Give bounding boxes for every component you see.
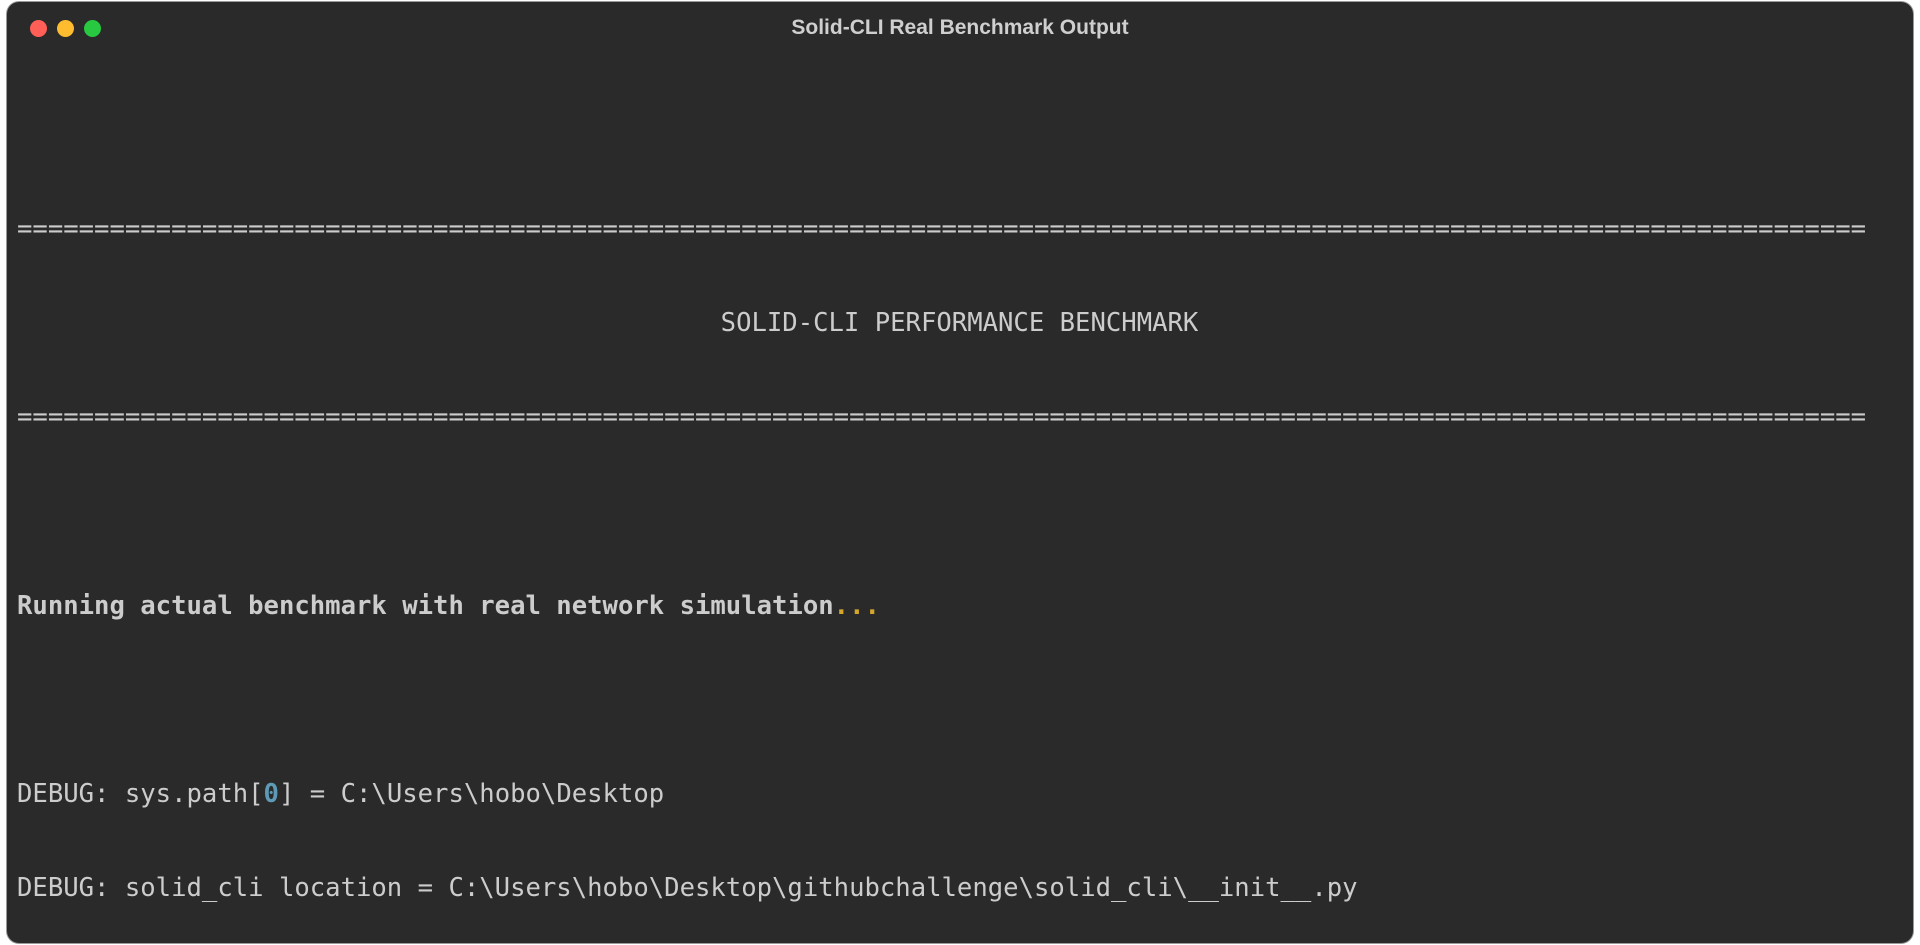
blank-line — [17, 120, 1913, 151]
debug-location: DEBUG: solid_cli location = C:\Users\hob… — [17, 873, 1358, 904]
terminal-output: ========================================… — [17, 57, 1913, 943]
window-title: Solid-CLI Real Benchmark Output — [791, 16, 1129, 39]
window-controls — [30, 20, 101, 37]
blank-line — [17, 685, 1913, 716]
debug-sys-path: DEBUG: sys.path[0] = C:\Users\hobo\Deskt… — [17, 779, 1913, 810]
equals-rule: ========================================… — [17, 402, 1867, 433]
maximize-button[interactable] — [84, 20, 101, 37]
equals-rule: ========================================… — [17, 214, 1867, 245]
blank-line — [17, 497, 1913, 528]
debug-path-prefix: DEBUG: sys.path[ — [17, 779, 264, 810]
ellipsis: ... — [833, 590, 880, 621]
path-index: 0 — [263, 779, 279, 810]
benchmark-header: SOLID-CLI PERFORMANCE BENCHMARK — [720, 308, 1199, 339]
running-text: Running actual benchmark with real netwo… — [17, 590, 834, 621]
running-message: Running actual benchmark with real netwo… — [17, 591, 1913, 622]
title-bar: Solid-CLI Real Benchmark Output — [7, 2, 1913, 52]
close-button[interactable] — [30, 20, 47, 37]
terminal-window: Solid-CLI Real Benchmark Output ========… — [7, 2, 1913, 943]
debug-path-suffix: ] = C:\Users\hobo\Desktop — [278, 779, 665, 810]
minimize-button[interactable] — [57, 20, 74, 37]
